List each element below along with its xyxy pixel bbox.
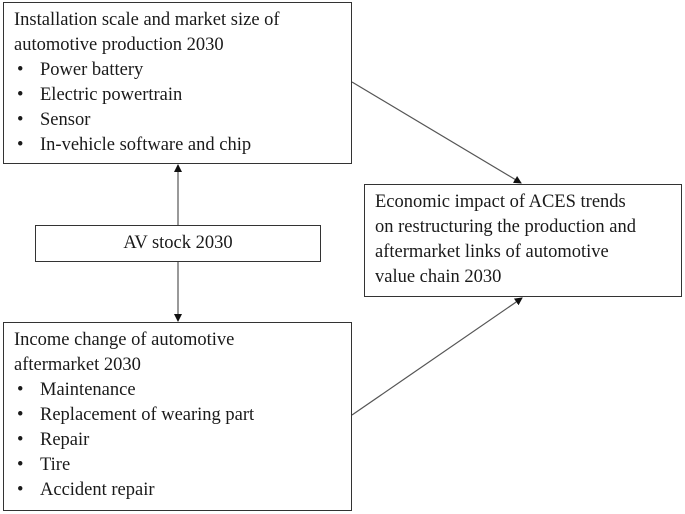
impact-line: Economic impact of ACES trends: [375, 192, 626, 212]
production-item: •Electric powertrain: [14, 83, 351, 108]
av-stock-label: AV stock 2030: [123, 233, 233, 253]
aftermarket-item: •Maintenance: [14, 378, 351, 403]
production-box: Installation scale and market size of au…: [3, 2, 352, 164]
aftermarket-items: •Maintenance •Replacement of wearing par…: [14, 378, 351, 503]
production-items: •Power battery •Electric powertrain •Sen…: [14, 58, 351, 158]
production-item: •Power battery: [14, 58, 351, 83]
impact-line: aftermarket links of automotive: [375, 242, 609, 262]
aftermarket-box: Income change of automotive aftermarket …: [3, 322, 352, 511]
production-title-line-2: automotive production 2030: [14, 35, 224, 55]
impact-line: on restructuring the production and: [375, 217, 636, 237]
production-item: •In-vehicle software and chip: [14, 133, 351, 158]
economic-impact-box: Economic impact of ACES trends on restru…: [364, 184, 682, 297]
bullet-icon: •: [17, 455, 24, 475]
aftermarket-item: •Tire: [14, 453, 351, 478]
bullet-icon: •: [17, 60, 24, 80]
bullet-icon: •: [17, 85, 24, 105]
bullet-icon: •: [17, 430, 24, 450]
bullet-icon: •: [17, 380, 24, 400]
bullet-icon: •: [17, 480, 24, 500]
impact-line: value chain 2030: [375, 267, 502, 287]
av-stock-box: AV stock 2030: [35, 225, 321, 262]
arrow-aftermarket-to-impact: [351, 297, 523, 416]
arrow-production-to-impact: [351, 81, 522, 184]
aftermarket-item: •Replacement of wearing part: [14, 403, 351, 428]
aftermarket-item: •Accident repair: [14, 478, 351, 503]
aftermarket-title-line-1: Income change of automotive: [14, 330, 235, 350]
bullet-icon: •: [17, 110, 24, 130]
bullet-icon: •: [17, 405, 24, 425]
production-item: •Sensor: [14, 108, 351, 133]
bullet-icon: •: [17, 135, 24, 155]
aftermarket-item: •Repair: [14, 428, 351, 453]
production-title-line-1: Installation scale and market size of: [14, 10, 280, 30]
aftermarket-title-line-2: aftermarket 2030: [14, 355, 141, 375]
